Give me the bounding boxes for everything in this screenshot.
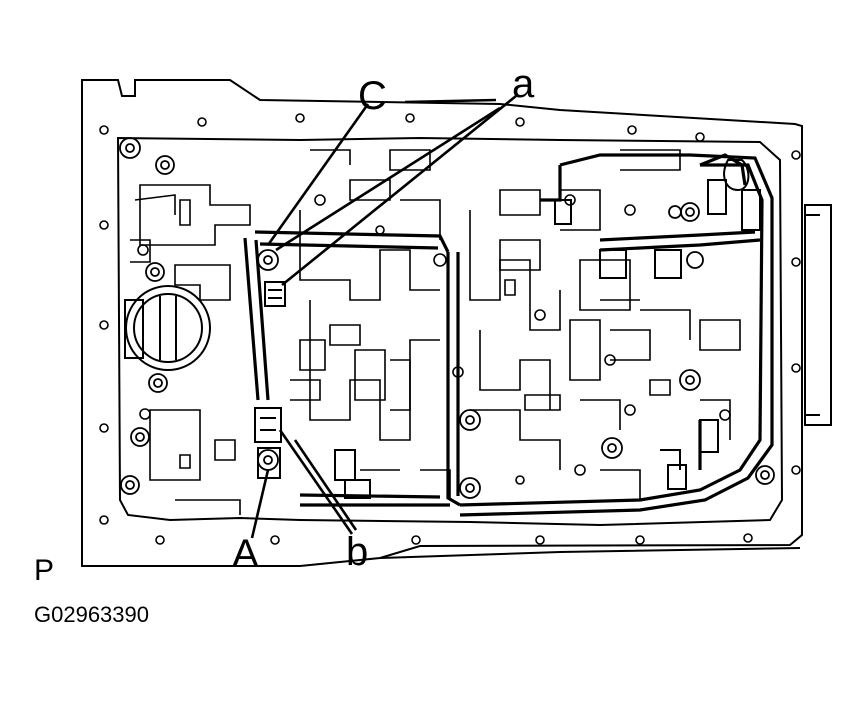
perimeter-bolt-holes <box>99 113 801 545</box>
case-bottom-edge <box>82 547 801 567</box>
valve-body-outline <box>116 136 784 527</box>
view-marker-P: P <box>34 554 55 587</box>
transmission-case-outline <box>81 79 803 567</box>
callout-label-A: A <box>232 532 259 576</box>
case-side-tab <box>804 204 832 426</box>
accumulator-bore <box>124 285 211 371</box>
leader-lines <box>250 94 517 539</box>
figure-code: G02963390 <box>34 602 149 627</box>
left-passages <box>130 184 251 515</box>
solenoid-connectors <box>254 159 761 499</box>
callout-label-a: a <box>512 62 535 106</box>
callout-label-b: b <box>346 530 369 574</box>
valve-channels <box>290 149 741 500</box>
case-edge-detail <box>805 214 820 416</box>
callout-label-C: C <box>358 74 387 118</box>
